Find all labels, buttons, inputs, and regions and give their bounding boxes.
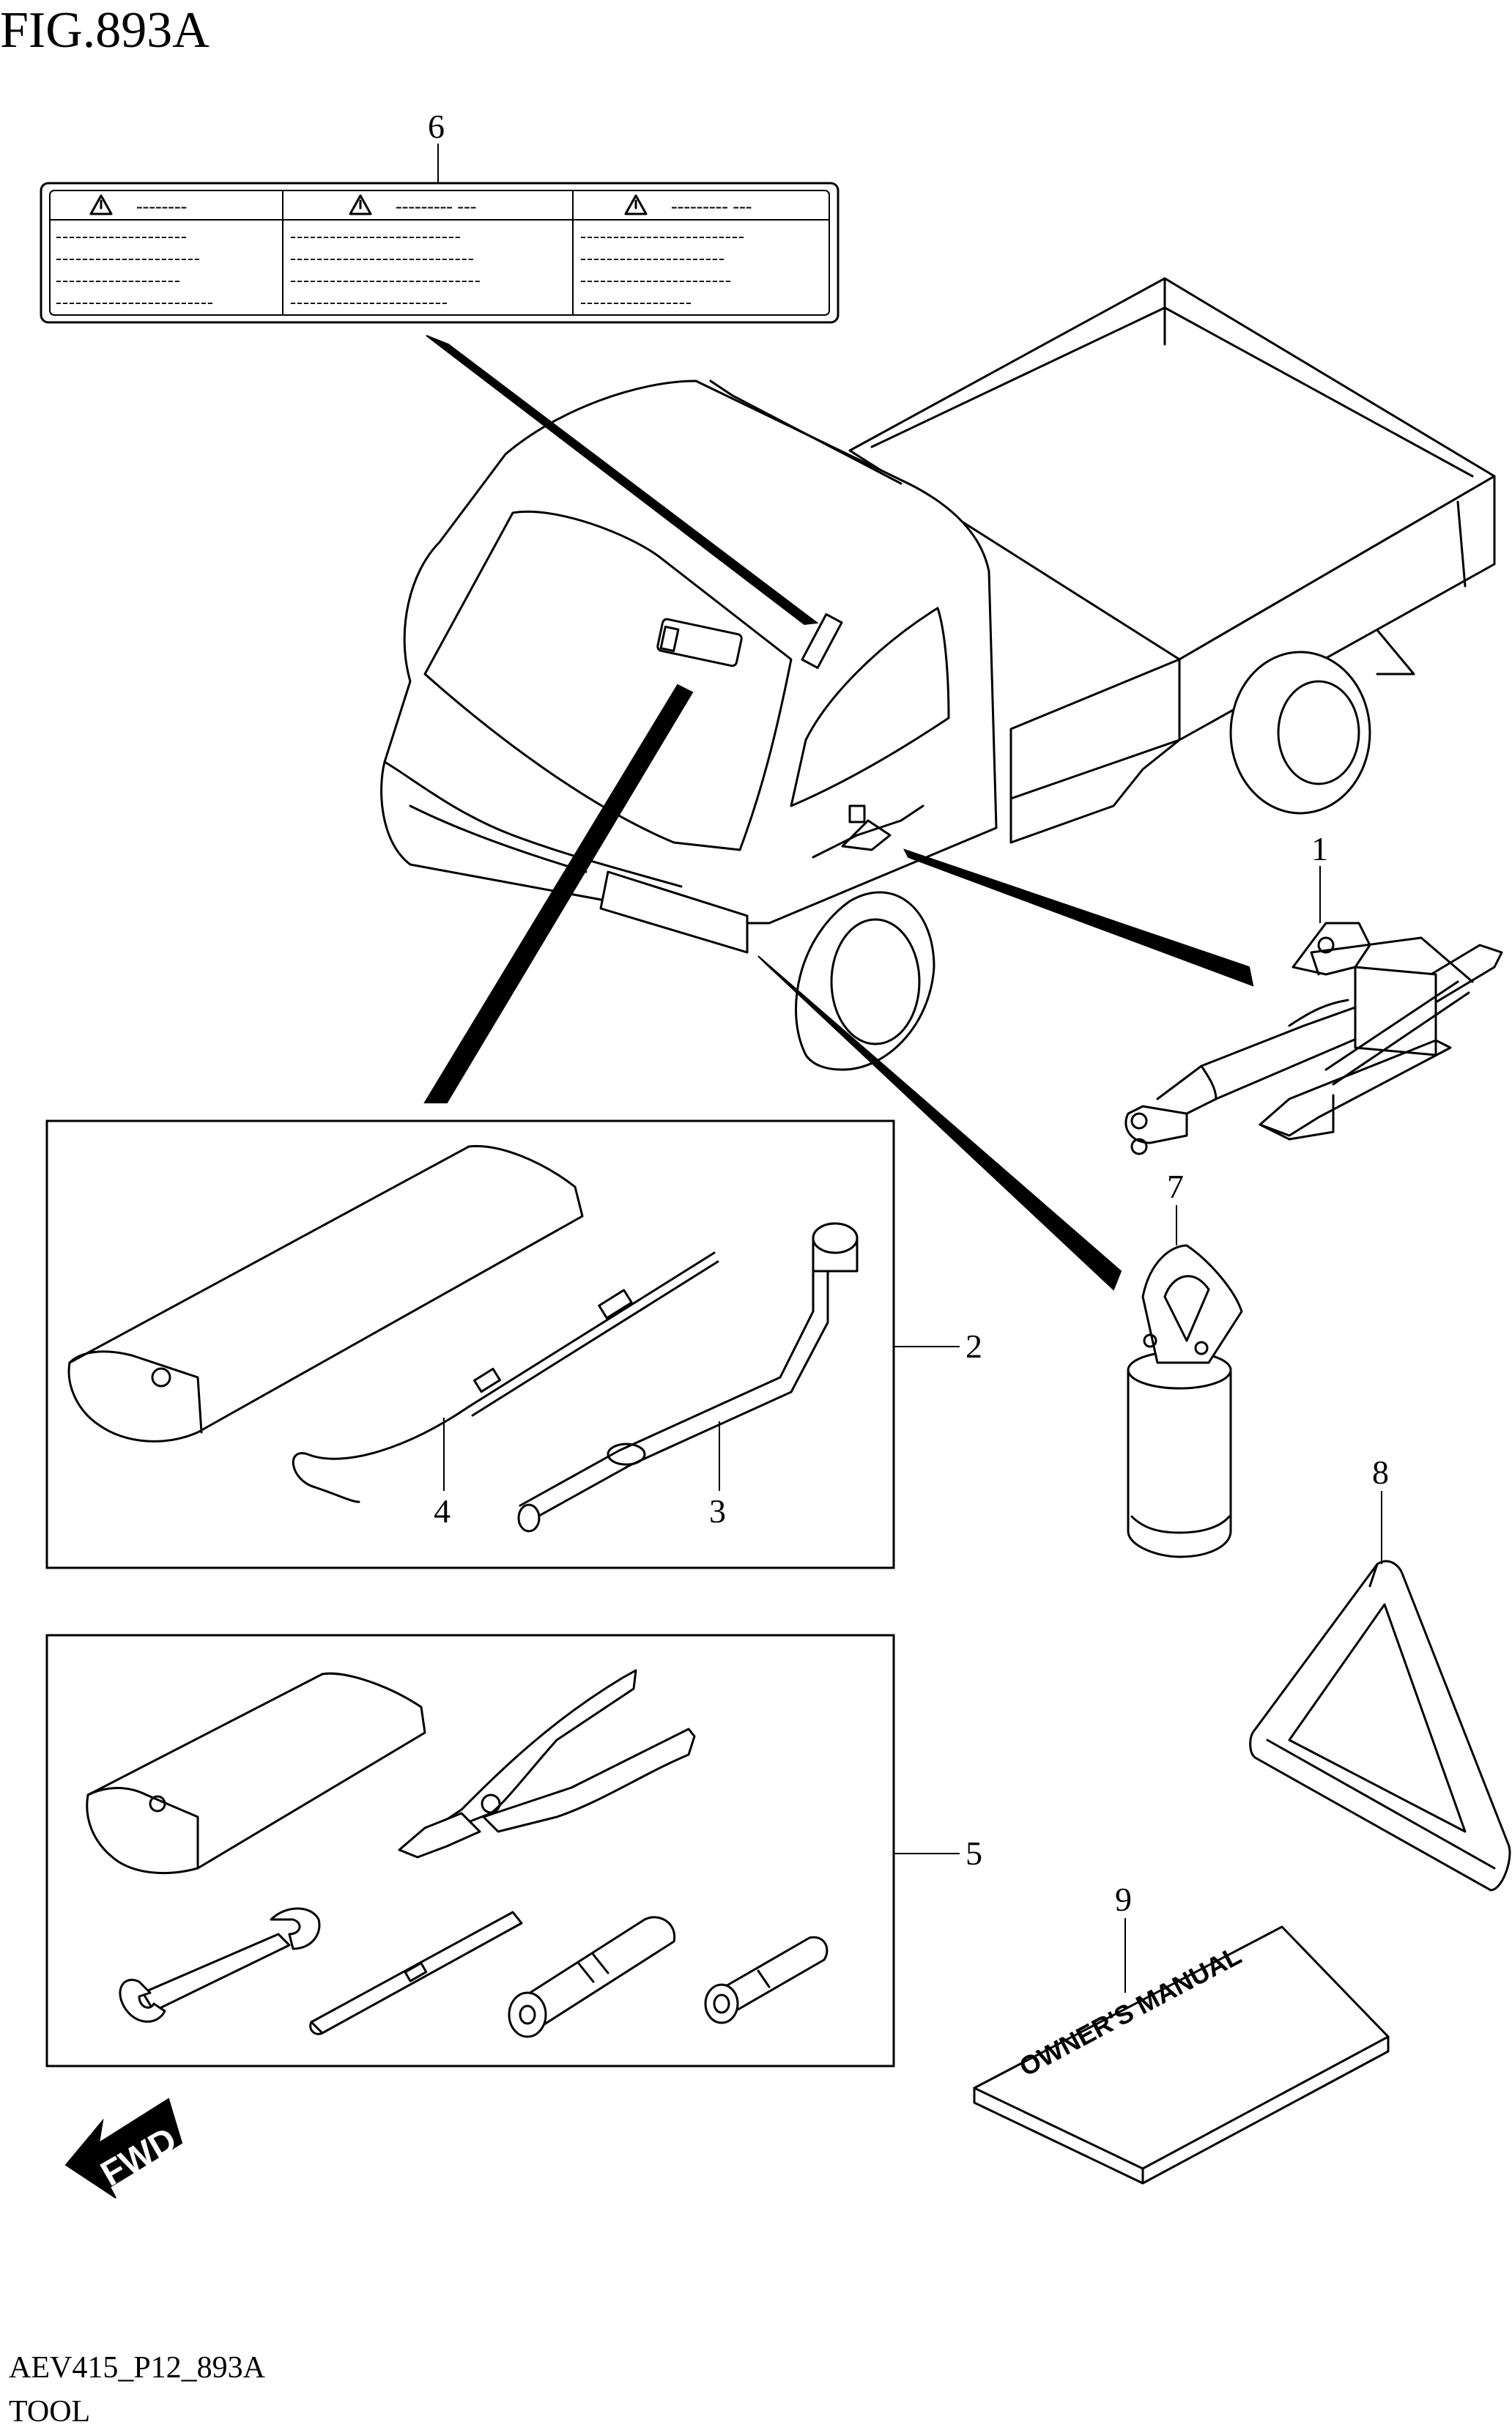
label-panel2-line4: ------------------------ bbox=[290, 293, 448, 312]
figure-code: AEV415_P12_893A bbox=[9, 2351, 266, 2385]
label-panel3-heading: --------- --- bbox=[671, 196, 752, 217]
spanner[interactable] bbox=[119, 1907, 321, 2023]
fire-extinguisher[interactable] bbox=[1127, 1244, 1243, 1558]
callout-3[interactable]: 3 bbox=[709, 1492, 726, 1530]
label-panel2-line1: -------------------------- bbox=[290, 227, 462, 246]
tool-roll-bag[interactable] bbox=[86, 1672, 426, 1874]
leader-label-to-windshield bbox=[426, 335, 819, 626]
label-panel1-line4: ------------------------ bbox=[56, 293, 214, 312]
warning-triangle-icon bbox=[349, 194, 372, 215]
callout-5[interactable]: 5 bbox=[966, 1835, 982, 1872]
jack-in-cab-icon bbox=[812, 804, 924, 859]
figure-title: FIG.893A bbox=[0, 2, 210, 59]
tool-bag[interactable] bbox=[67, 1144, 584, 1443]
label-panel1-line1: -------------------- bbox=[56, 227, 188, 246]
pliers[interactable] bbox=[398, 1669, 696, 1859]
scissor-jack[interactable] bbox=[1124, 922, 1503, 1155]
figure-name: TOOL bbox=[9, 2395, 90, 2429]
leader-sticker-to-toolkit2 bbox=[423, 684, 694, 1103]
label-panel2-line2: ---------------------------- bbox=[290, 249, 475, 268]
wheel-nut-wrench[interactable] bbox=[517, 1222, 859, 1533]
label-panel1-heading: -------- bbox=[136, 196, 187, 217]
tool-kit-box-5[interactable] bbox=[45, 1634, 895, 2067]
warning-label[interactable]: -------- -------------------- ----------… bbox=[40, 182, 840, 324]
jack-handle[interactable] bbox=[292, 1251, 719, 1503]
warning-triangle-icon bbox=[89, 194, 113, 215]
callout-4[interactable]: 4 bbox=[434, 1492, 451, 1530]
label-panel1-line3: ------------------- bbox=[56, 271, 181, 290]
spark-plug-socket[interactable] bbox=[704, 1936, 829, 2024]
label-panel3-line1: ------------------------- bbox=[580, 227, 745, 246]
label-panel1-line2: ---------------------- bbox=[56, 249, 201, 268]
leader-jack-to-cab bbox=[903, 848, 1254, 987]
callout-2[interactable]: 2 bbox=[966, 1328, 982, 1365]
label-panel3-line3: ----------------------- bbox=[580, 271, 732, 290]
warning-triangle-icon bbox=[624, 194, 648, 215]
screwdriver-handle[interactable] bbox=[508, 1916, 676, 2038]
warning-triangle[interactable] bbox=[1249, 1560, 1511, 1892]
owners-manual[interactable]: OWNER'S MANUAL bbox=[973, 1925, 1390, 2185]
callout-9[interactable]: 9 bbox=[1115, 1881, 1132, 1918]
label-panel2-line3: ----------------------------- bbox=[290, 271, 481, 290]
tool-kit-box-2[interactable] bbox=[45, 1119, 895, 1569]
truck-illustration bbox=[380, 277, 1496, 1071]
callout-6[interactable]: 6 bbox=[428, 108, 445, 145]
label-panel3-line4: ----------------- bbox=[580, 293, 692, 312]
label-panel3-line2: ---------------------- bbox=[580, 249, 725, 268]
callout-8[interactable]: 8 bbox=[1372, 1454, 1389, 1491]
label-panel2-heading: --------- --- bbox=[396, 196, 476, 217]
fwd-direction-arrow: FWD bbox=[64, 2098, 183, 2199]
callout-7[interactable]: 7 bbox=[1167, 1168, 1184, 1205]
leader-cab-to-extinguisher bbox=[757, 955, 1122, 1291]
callout-1[interactable]: 1 bbox=[1311, 830, 1328, 867]
screwdriver-bit[interactable] bbox=[309, 1911, 523, 2035]
